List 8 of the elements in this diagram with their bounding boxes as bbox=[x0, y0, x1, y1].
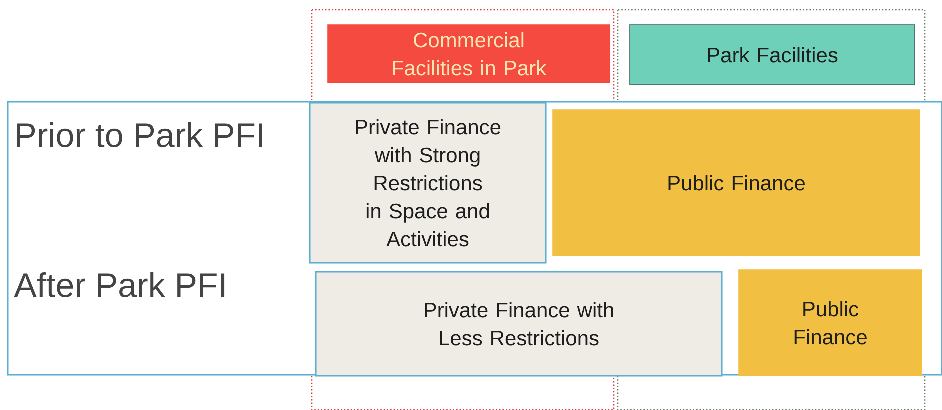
category-box: Park Facilities bbox=[630, 24, 916, 86]
category-box: Commercial Facilities in Park bbox=[328, 24, 610, 84]
finance-box: Private Finance with Less Restrictions bbox=[315, 271, 723, 377]
finance-box: Private Finance with Strong Restrictions in Space and Activities bbox=[309, 102, 547, 264]
finance-box: Public Finance bbox=[552, 110, 920, 256]
finance-box: Public Finance bbox=[738, 270, 922, 376]
heading: After Park PFI bbox=[14, 272, 225, 298]
heading: Prior to Park PFI bbox=[17, 122, 262, 148]
